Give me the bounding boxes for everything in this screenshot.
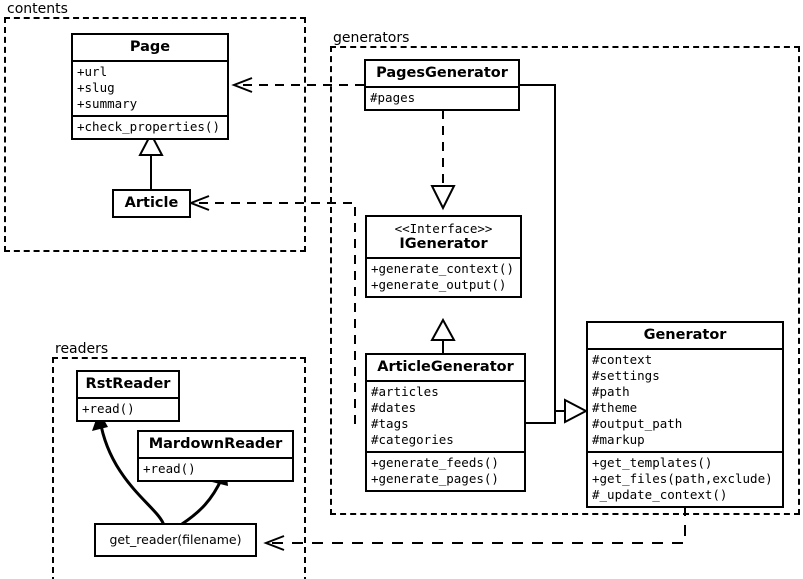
- package-contents-border: [4, 17, 306, 252]
- method-row: +get_templates(): [592, 455, 713, 470]
- attribute-row: #articles: [371, 384, 439, 399]
- class-title-rstreader: RstReader: [85, 376, 171, 392]
- attribute-row: #pages: [370, 90, 416, 105]
- class-box-mardownreader[interactable]: MardownReader +read(): [137, 430, 294, 482]
- method-row: #_update_context(): [592, 487, 728, 502]
- class-title-pagesgenerator: PagesGenerator: [376, 65, 508, 81]
- class-title-page: Page: [129, 39, 171, 55]
- attribute-row: #settings: [592, 368, 660, 383]
- class-box-generator[interactable]: Generator #context #settings #path #them…: [586, 321, 784, 508]
- attribute-row: +url: [77, 64, 108, 79]
- class-methods-mardownreader: +read(): [139, 457, 292, 480]
- package-contents[interactable]: [4, 17, 306, 252]
- attribute-row: #tags: [371, 416, 409, 431]
- class-title-generator: Generator: [643, 327, 727, 343]
- class-box-articlegenerator[interactable]: ArticleGenerator #articles #dates #tags …: [365, 353, 526, 492]
- function-box-get-reader[interactable]: get_reader(filename): [94, 523, 257, 557]
- attribute-row: #path: [592, 384, 630, 399]
- class-methods-articlegenerator: +generate_feeds() +generate_pages(): [367, 451, 524, 490]
- class-attributes-pagesgenerator: #pages: [366, 86, 518, 109]
- attribute-row: +summary: [77, 96, 138, 111]
- class-box-igenerator[interactable]: <<Interface>> IGenerator +generate_conte…: [365, 215, 522, 298]
- package-readers-border: [52, 357, 306, 579]
- package-generators-label: generators: [330, 30, 413, 46]
- method-row: +check_properties(): [77, 119, 220, 134]
- method-row: +generate_feeds(): [371, 455, 499, 470]
- package-readers-label: readers: [52, 341, 112, 357]
- package-contents-label: contents: [4, 1, 71, 17]
- method-row: +generate_context(): [371, 261, 514, 276]
- package-readers[interactable]: [52, 357, 306, 579]
- method-row: +read(): [143, 461, 196, 476]
- attribute-row: #dates: [371, 400, 417, 415]
- class-stereotype-igenerator: <<Interface>>: [394, 221, 493, 236]
- function-label-get-reader: get_reader(filename): [109, 532, 242, 547]
- attribute-row: #theme: [592, 400, 638, 415]
- class-methods-page: +check_properties(): [73, 115, 227, 138]
- attribute-row: #context: [592, 352, 653, 367]
- class-attributes-generator: #context #settings #path #theme #output_…: [588, 348, 782, 451]
- class-title-article: Article: [124, 195, 179, 211]
- class-title-igenerator: IGenerator: [399, 236, 488, 252]
- class-title-mardownreader: MardownReader: [148, 436, 283, 452]
- class-attributes-articlegenerator: #articles #dates #tags #categories: [367, 380, 524, 451]
- method-row: +generate_output(): [371, 277, 507, 292]
- attribute-row: #categories: [371, 432, 454, 447]
- class-box-pagesgenerator[interactable]: PagesGenerator #pages: [364, 59, 520, 111]
- method-row: +read(): [82, 401, 135, 416]
- class-box-rstreader[interactable]: RstReader +read(): [76, 370, 180, 422]
- class-box-article[interactable]: Article: [112, 189, 191, 218]
- class-title-articlegenerator: ArticleGenerator: [377, 359, 514, 375]
- method-row: +generate_pages(): [371, 471, 499, 486]
- attribute-row: #markup: [592, 432, 645, 447]
- class-box-page[interactable]: Page +url +slug +summary +check_properti…: [71, 33, 229, 140]
- attribute-row: #output_path: [592, 416, 683, 431]
- class-methods-generator: +get_templates() +get_files(path,exclude…: [588, 451, 782, 506]
- class-attributes-page: +url +slug +summary: [73, 60, 227, 115]
- class-methods-igenerator: +generate_context() +generate_output(): [367, 257, 520, 296]
- attribute-row: +slug: [77, 80, 115, 95]
- method-row: +get_files(path,exclude): [592, 471, 773, 486]
- class-methods-rstreader: +read(): [78, 397, 178, 420]
